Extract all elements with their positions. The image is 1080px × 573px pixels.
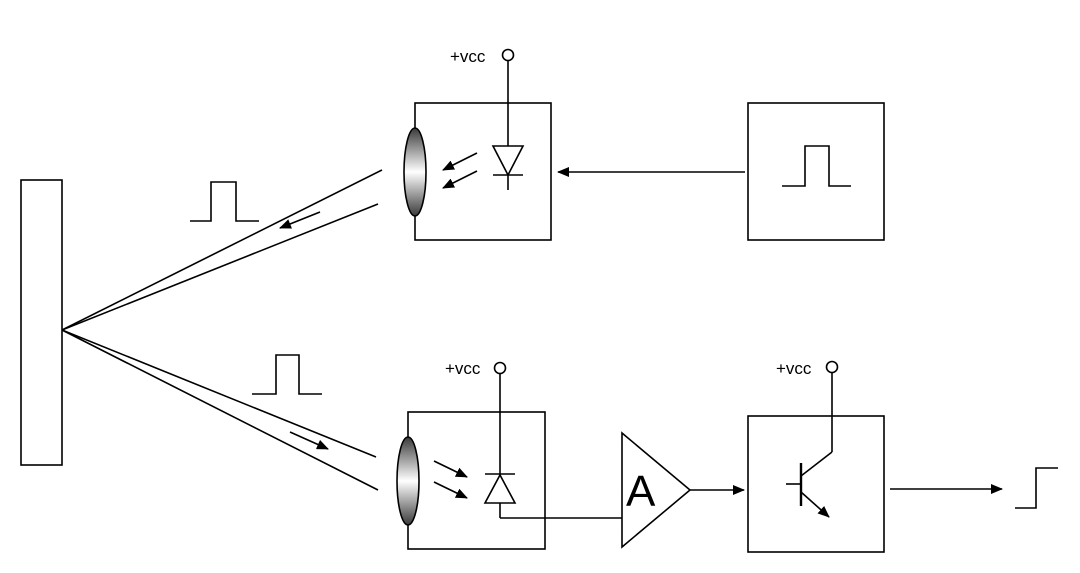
emitter-box	[414, 102, 552, 241]
reflected-beam-arrow	[289, 431, 329, 450]
vcc-label-receiver: +vcc	[445, 359, 481, 378]
outgoing-beam-arrow	[279, 211, 321, 229]
vcc-terminal-emitter	[501, 48, 515, 62]
outgoing-light-beam	[61, 169, 383, 331]
receiver-box	[407, 411, 546, 550]
vcc-label-output: +vcc	[776, 359, 812, 378]
vcc-terminal-output	[825, 360, 839, 374]
pulse-generator-box	[747, 102, 885, 241]
receiver-block: +vcc	[396, 359, 546, 550]
square-pulse-icon	[782, 145, 851, 187]
amplifier-label: A	[626, 467, 656, 516]
reflector-target	[20, 179, 63, 466]
vcc-terminal-receiver	[493, 361, 507, 375]
square-pulse-icon	[190, 181, 259, 222]
output-box	[747, 415, 885, 553]
led-icon	[491, 145, 525, 177]
amplifier-triangle	[621, 431, 692, 549]
photodiode-icon	[483, 473, 517, 504]
emission-arrow	[442, 152, 478, 171]
output-block: +vcc	[747, 359, 885, 553]
pulse-generator-block	[747, 102, 885, 241]
step-signal-icon	[1015, 467, 1058, 509]
reflected-light-beam	[61, 329, 379, 491]
lens-icon	[403, 127, 427, 217]
emitter-block: +vcc	[403, 47, 552, 241]
amplifier-block: A	[621, 431, 692, 549]
incident-light-arrow	[433, 460, 468, 478]
square-pulse-icon	[252, 354, 322, 395]
emission-arrow	[442, 170, 478, 189]
lens-icon	[396, 436, 420, 526]
npn-transistor-icon	[786, 451, 833, 518]
incident-light-arrow	[433, 481, 468, 499]
vcc-label-emitter: +vcc	[450, 47, 486, 66]
